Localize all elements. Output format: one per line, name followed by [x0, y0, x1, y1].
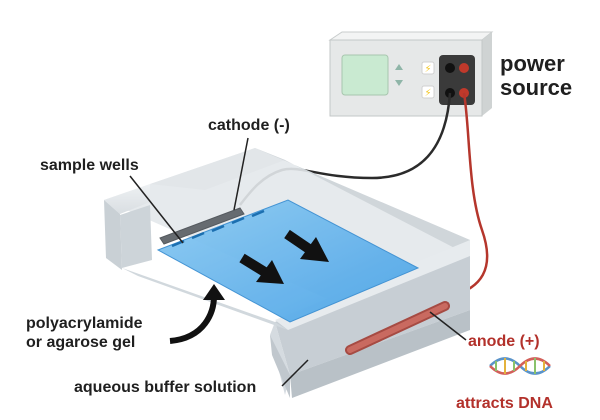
power-source-label: power source — [500, 52, 572, 100]
terminal-black-1 — [445, 63, 455, 73]
cathode-electrode — [159, 207, 245, 245]
gel-label: polyacrylamide or agarose gel — [26, 314, 143, 352]
power-symbol-bottom: ⚡ — [424, 88, 431, 99]
dna-helix-icon — [489, 357, 551, 375]
anode-electrode — [345, 301, 450, 355]
power-up-arrow-icon — [395, 64, 403, 70]
sample-wells-pointer — [129, 175, 184, 244]
gel-slab — [156, 199, 420, 323]
black-arrow-icon-2 — [284, 229, 329, 262]
cathode-label: cathode (-) — [208, 117, 290, 134]
power-source-icon: ⚡ ⚡ — [328, 31, 494, 117]
attracts-dna-label: attracts DNA — [456, 395, 553, 412]
power-source-label-line2: source — [500, 75, 573, 100]
red-wire — [451, 92, 489, 298]
buffer-label: aqueous buffer solution — [74, 379, 257, 396]
curved-arrow-icon — [169, 284, 225, 344]
power-symbol-top: ⚡ — [424, 64, 431, 75]
gel-label-line2: or agarose gel — [26, 334, 136, 351]
sample-wells-label: sample wells — [40, 157, 139, 174]
gel-label-line1: polyacrylamide — [26, 315, 143, 332]
power-source-label-line1: power — [500, 51, 565, 76]
power-indicator-top: ⚡ — [421, 61, 435, 75]
sample-wells — [171, 209, 265, 248]
power-down-arrow-icon — [395, 80, 403, 86]
anode-label: anode (+) — [468, 333, 540, 350]
terminal-panel — [439, 55, 475, 105]
black-arrow-icon — [239, 253, 284, 284]
power-display — [341, 54, 389, 96]
terminal-red-1 — [459, 63, 469, 73]
cathode-pointer — [233, 137, 249, 211]
power-indicator-bottom: ⚡ — [421, 85, 435, 99]
anode-pointer — [429, 311, 467, 341]
buffer-pointer — [281, 359, 309, 387]
